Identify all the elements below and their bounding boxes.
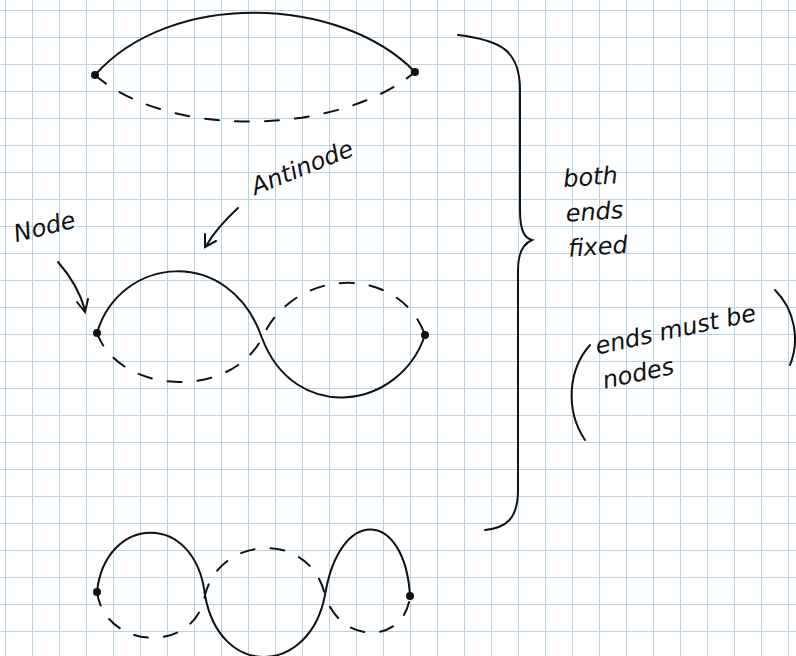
- end-dot: [94, 330, 100, 336]
- wave-solid: [95, 13, 415, 75]
- end-dot: [94, 589, 100, 595]
- leader-line: [58, 262, 85, 310]
- arrow-head: [77, 299, 88, 312]
- wave-solid: [97, 529, 410, 656]
- end-dot: [412, 69, 418, 75]
- wave-dashed: [97, 283, 425, 382]
- end-dot: [422, 332, 428, 338]
- wave-dashed: [95, 72, 415, 122]
- arrow-head: [205, 234, 216, 247]
- end-dot: [407, 593, 413, 599]
- wave-solid: [97, 271, 425, 397]
- note-text: ends must be nodes: [592, 294, 775, 398]
- curly-brace: [458, 35, 532, 530]
- antinode-label: Antinode: [246, 112, 407, 204]
- parenthesis: [572, 345, 590, 440]
- note-text: both ends fixed: [562, 156, 661, 267]
- parenthesis: [775, 290, 795, 365]
- wave-dashed: [97, 548, 410, 638]
- node-label: Node: [10, 196, 106, 252]
- leader-line: [206, 208, 238, 246]
- end-dot: [92, 72, 98, 78]
